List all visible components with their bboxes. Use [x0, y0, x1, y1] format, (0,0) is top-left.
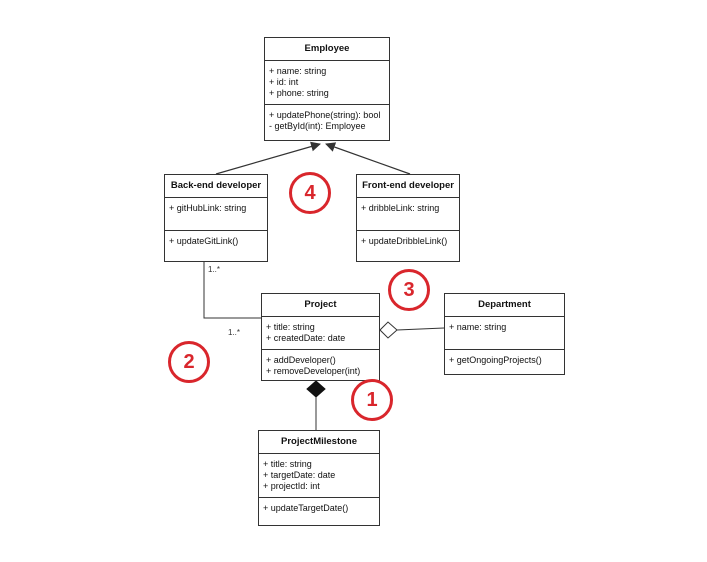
class-backend-methods: + updateGitLink() — [165, 231, 267, 252]
multiplicity-backend-end: 1..* — [208, 265, 221, 274]
aggregation-line-department-project — [396, 327, 445, 331]
class-milestone-attributes: + title: string + targetDate: date + pro… — [259, 454, 379, 498]
method: + addDeveloper() — [266, 355, 336, 365]
attribute: + title: string — [266, 322, 315, 332]
class-department-methods: + getOngoingProjects() — [445, 350, 564, 371]
method: + updateGitLink() — [169, 236, 239, 246]
method: + removeDeveloper(int) — [266, 366, 361, 376]
class-department-attributes: + name: string — [445, 317, 564, 350]
annotation-badge-1: 1 — [351, 379, 393, 421]
class-project-name: Project — [262, 294, 379, 317]
attribute: + createdDate: date — [266, 333, 346, 343]
class-employee-name: Employee — [265, 38, 389, 61]
method: - getById(int): Employee — [269, 121, 366, 131]
class-milestone-name: ProjectMilestone — [259, 431, 379, 454]
annotation-badge-4: 4 — [289, 172, 331, 214]
class-frontend-developer: Front-end developer + dribbleLink: strin… — [356, 174, 460, 262]
class-employee-methods: + updatePhone(string): bool - getById(in… — [265, 105, 389, 137]
class-department: Department + name: string + getOngoingPr… — [444, 293, 565, 375]
class-department-name: Department — [445, 294, 564, 317]
attribute: + targetDate: date — [263, 470, 336, 480]
aggregation-diamond — [379, 321, 398, 339]
attribute: + name: string — [269, 66, 327, 76]
annotation-badge-3: 3 — [388, 269, 430, 311]
class-project-methods: + addDeveloper() + removeDeveloper(int) — [262, 350, 379, 382]
annotation-badge-2: 2 — [168, 341, 210, 383]
attribute: + phone: string — [269, 88, 329, 98]
class-backend-name: Back-end developer — [165, 175, 267, 198]
attribute: + id: int — [269, 77, 299, 87]
class-backend-attributes: + gitHubLink: string — [165, 198, 267, 231]
multiplicity-project-end: 1..* — [228, 328, 241, 337]
method: + updatePhone(string): bool — [269, 110, 381, 120]
class-project: Project + title: string + createdDate: d… — [261, 293, 380, 381]
class-employee-attributes: + name: string + id: int + phone: string — [265, 61, 389, 105]
method: + getOngoingProjects() — [449, 355, 542, 365]
attribute: + name: string — [449, 322, 507, 332]
class-frontend-methods: + updateDribbleLink() — [357, 231, 459, 252]
attribute: + gitHubLink: string — [169, 203, 247, 213]
method: + updateDribbleLink() — [361, 236, 448, 246]
class-employee: Employee + name: string + id: int + phon… — [264, 37, 390, 141]
method: + updateTargetDate() — [263, 503, 349, 513]
attribute: + title: string — [263, 459, 312, 469]
class-project-milestone: ProjectMilestone + title: string + targe… — [258, 430, 380, 526]
attribute: + dribbleLink: string — [361, 203, 440, 213]
inheritance-arrow-frontend — [325, 142, 411, 175]
composition-diamond — [306, 380, 326, 398]
class-frontend-attributes: + dribbleLink: string — [357, 198, 459, 231]
class-frontend-name: Front-end developer — [357, 175, 459, 198]
class-project-attributes: + title: string + createdDate: date — [262, 317, 379, 350]
class-milestone-methods: + updateTargetDate() — [259, 498, 379, 519]
inheritance-arrow-backend — [215, 141, 321, 175]
attribute: + projectId: int — [263, 481, 320, 491]
class-backend-developer: Back-end developer + gitHubLink: string … — [164, 174, 268, 262]
association-line-developer-project — [203, 262, 261, 319]
